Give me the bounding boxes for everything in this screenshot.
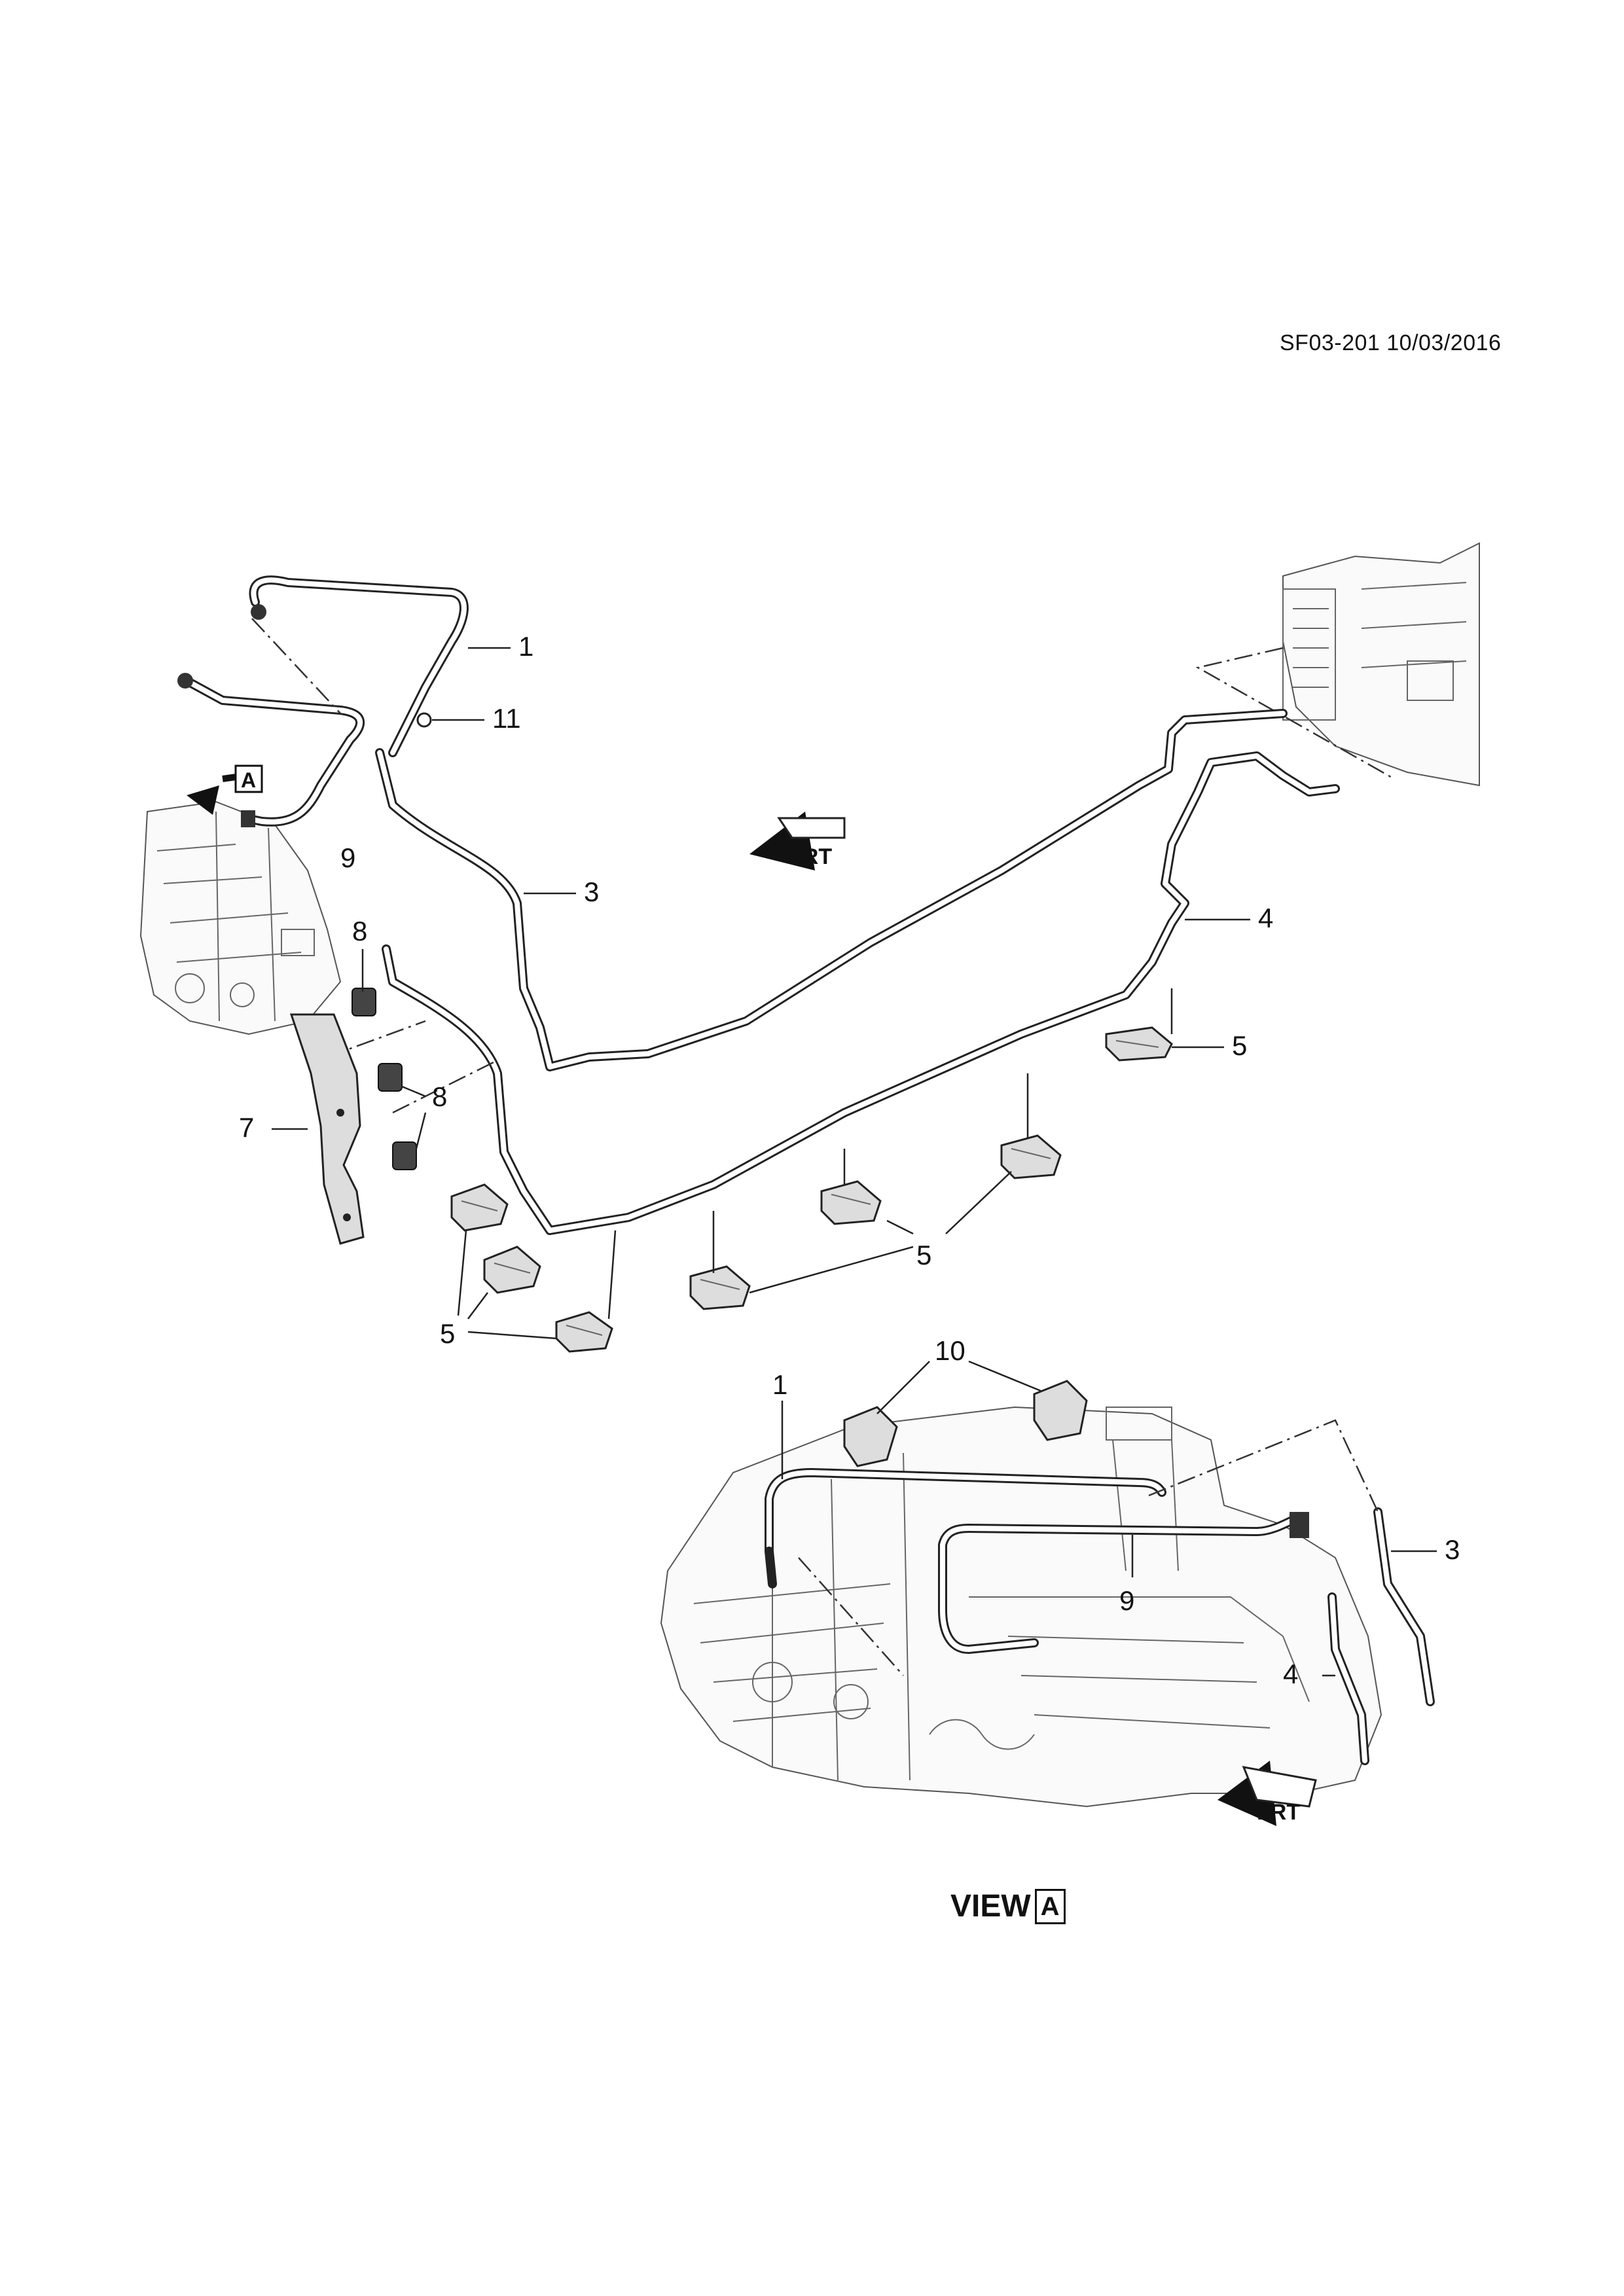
hose-4-view <box>1327 1592 1369 1765</box>
view-caption-word: VIEW <box>950 1889 1031 1924</box>
clip-5-d <box>689 1265 751 1310</box>
hose-3 <box>375 709 1288 1071</box>
clip-8-b <box>378 1063 403 1092</box>
doc-id: SF03-201 10/03/2016 <box>1280 331 1502 355</box>
clip-5-f <box>1000 1134 1062 1179</box>
clip-10-a <box>843 1406 898 1467</box>
bracket-7 <box>289 1013 365 1245</box>
clip-8-a <box>352 988 376 1016</box>
callout-7: 7 <box>239 1112 254 1143</box>
callout-4-top: 4 <box>1258 903 1273 933</box>
hose-1-top <box>249 575 469 757</box>
callout-5-right: 5 <box>1232 1030 1247 1061</box>
callout-5-mid: 5 <box>916 1240 931 1270</box>
clip-8-c <box>392 1141 417 1170</box>
front-label-view: FRT <box>1257 1800 1300 1825</box>
hose-9-view <box>938 1512 1309 1654</box>
front-arrow-view: FRT <box>1218 1761 1317 1826</box>
clip-5-c <box>555 1311 613 1353</box>
front-label-top: FRT <box>789 844 832 869</box>
callout-3-top: 3 <box>584 876 599 907</box>
clip-5-g <box>1105 1026 1173 1062</box>
hose-4 <box>382 751 1340 1235</box>
view-marker-letter: A <box>241 768 256 792</box>
clip-11 <box>416 712 432 728</box>
callout-8-a: 8 <box>352 916 367 946</box>
view-caption: VIEW A <box>950 1888 1066 1924</box>
hose-9-top <box>177 673 365 827</box>
hose-1-view <box>765 1468 1166 1588</box>
callout-4-view: 4 <box>1283 1659 1298 1689</box>
callout-10: 10 <box>935 1335 965 1366</box>
callout-9-top: 9 <box>340 842 355 873</box>
callout-8-b: 8 <box>432 1081 447 1112</box>
clip-10-b <box>1033 1380 1088 1441</box>
front-arrow-top: FRT <box>749 812 846 870</box>
callout-11: 11 <box>492 703 521 734</box>
clip-5-a <box>450 1183 509 1232</box>
engine-right-illustration <box>1195 542 1480 787</box>
clip-5-e <box>820 1180 882 1225</box>
clip-5-b <box>483 1246 541 1294</box>
callout-1-view: 1 <box>772 1369 787 1400</box>
callout-1-top: 1 <box>518 631 533 662</box>
view-caption-letter: A <box>1034 1888 1066 1924</box>
engine-view-a-illustration <box>660 1406 1382 1808</box>
callout-9-view: 9 <box>1119 1585 1134 1616</box>
callout-3-view: 3 <box>1445 1534 1460 1565</box>
engine-left-illustration <box>139 800 342 1035</box>
hose-3-view <box>1373 1507 1435 1706</box>
view-a-marker: A <box>187 764 263 815</box>
callout-5-left: 5 <box>440 1318 455 1349</box>
